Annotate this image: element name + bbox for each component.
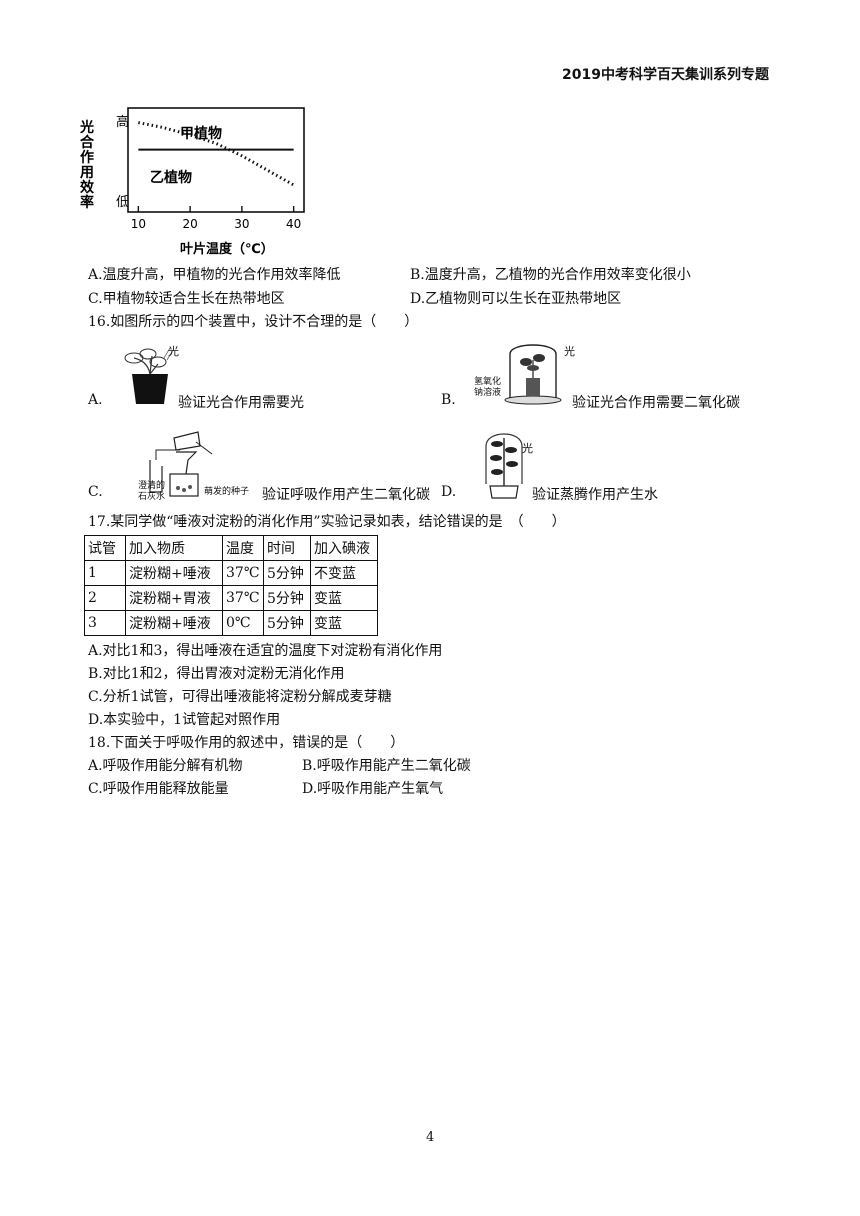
table-header-row: 试管 加入物质 温度 时间 加入碘液 [84,535,378,561]
experiment-table: 试管 加入物质 温度 时间 加入碘液 1 淀粉糊+唾液 37℃ 5分钟 不变蓝 … [84,535,378,636]
q17-option-d: D.本实验中，1试管起对照作用 [88,712,281,728]
table-cell: 不变蓝 [310,560,378,586]
q16-option-a-text: 验证光合作用需要光 [178,395,304,411]
q17-option-a: A.对比1和3，得出唾液在适宜的温度下对淀粉有消化作用 [88,643,443,659]
series-label-jia: 甲植物 [180,125,222,142]
table-cell: 3 [84,610,126,636]
potted-plant-image [124,347,174,404]
q18-option-d: D.呼吸作用能产生氧气 [302,781,444,797]
q16-option-c-letter: C. [88,484,103,500]
q15-option-c: C.甲植物较适合生长在热带地区 [88,291,285,307]
bagged-plant-image [485,433,523,499]
q15-option-d: D.乙植物则可以生长在亚热带地区 [410,291,622,307]
photosynthesis-chart: 光合作用效率 高 低 10 20 30 40 甲植物 乙植物 叶片温度（℃） [79,107,305,257]
table-row: 1 淀粉糊+唾液 37℃ 5分钟 不变蓝 [84,560,378,586]
table-header-cell: 加入物质 [125,535,223,561]
x-tick-label: 10 [131,217,146,231]
chart-ylabel-char: 合 [80,134,95,151]
q15-option-a: A.温度升高，甲植物的光合作用效率降低 [88,267,341,283]
q16-stem: 16.如图所示的四个装置中，设计不合理的是（ ） [88,314,419,330]
table-header-cell: 温度 [222,535,264,561]
chart-ylabel-char: 作 [80,149,94,166]
chart-ylabel-char: 用 [80,165,94,181]
chart-y-high: 高 [116,114,129,130]
limewater-label-2: 石灰水 [138,492,166,502]
table-cell: 37℃ [222,585,264,611]
table-cell: 淀粉糊+胃液 [125,585,223,611]
q15-option-b: B.温度升高，乙植物的光合作用效率变化很小 [410,267,691,283]
series-label-yi: 乙植物 [150,169,192,186]
q18-option-b: B.呼吸作用能产生二氧化碳 [302,758,471,774]
table-cell: 1 [84,560,126,586]
q17-option-b: B.对比1和2，得出胃液对淀粉无消化作用 [88,666,345,682]
chart-ylabel-char: 效 [80,179,95,196]
chart-y-low: 低 [116,195,129,210]
x-tick-label: 20 [182,217,197,231]
table-cell: 0℃ [222,610,264,636]
table-cell: 5分钟 [263,610,311,636]
chart-xlabel: 叶片温度（℃） [180,241,274,257]
q17-stem: 17.某同学做“唾液对淀粉的消化作用”实验记录如表，结论错误的是 （ ） [88,514,566,530]
table-cell: 淀粉糊+唾液 [125,610,223,636]
table-header-cell: 试管 [84,535,126,561]
table-cell: 5分钟 [263,585,311,611]
respiration-apparatus-image [149,431,213,497]
q16-option-b-letter: B. [441,392,456,408]
q18-stem: 18.下面关于呼吸作用的叙述中，错误的是（ ） [88,735,405,751]
header-title: 2019中考科学百天集训系列专题 [562,67,769,83]
chart-ylabel-char: 率 [80,194,94,211]
naoh-label-1: 氢氧化 [474,377,502,387]
table-cell: 变蓝 [310,585,378,611]
q16-option-c-text: 验证呼吸作用产生二氧化碳 [262,487,430,503]
bell-jar-naoh-image [504,344,562,405]
light-label-b: 光 [564,345,575,358]
seeds-label: 萌发的种子 [204,487,250,497]
table-cell: 2 [84,585,126,611]
table-row: 3 淀粉糊+唾液 0℃ 5分钟 变蓝 [84,610,378,636]
page-number: 4 [426,1130,435,1145]
light-label-a: 光 [168,345,179,358]
q16-option-a-letter: A. [88,392,103,408]
q16-option-d-text: 验证蒸腾作用产生水 [532,487,658,503]
table-row: 2 淀粉糊+胃液 37℃ 5分钟 变蓝 [84,585,378,611]
table-header-cell: 加入碘液 [310,535,378,561]
x-tick-label: 40 [286,217,301,231]
q16-option-b-text: 验证光合作用需要二氧化碳 [572,395,740,411]
chart-plot-frame [127,107,305,213]
q17-option-c: C.分析1试管，可得出唾液能将淀粉分解成麦芽糖 [88,689,392,705]
chart-ylabel: 光合作用效率 [79,119,95,211]
limewater-label-1: 澄清的 [138,481,166,491]
q16-option-d-letter: D. [441,484,457,500]
light-label-d: 光 [522,442,533,455]
table-cell: 5分钟 [263,560,311,586]
table-cell: 淀粉糊+唾液 [125,560,223,586]
table-cell: 变蓝 [310,610,378,636]
q18-option-a: A.呼吸作用能分解有机物 [88,758,243,774]
table-cell: 37℃ [222,560,264,586]
x-tick-label: 30 [234,217,249,231]
table-header-cell: 时间 [263,535,311,561]
chart-ylabel-char: 光 [79,119,94,136]
q18-option-c: C.呼吸作用能释放能量 [88,781,229,797]
naoh-label-2: 钠溶液 [474,388,502,398]
